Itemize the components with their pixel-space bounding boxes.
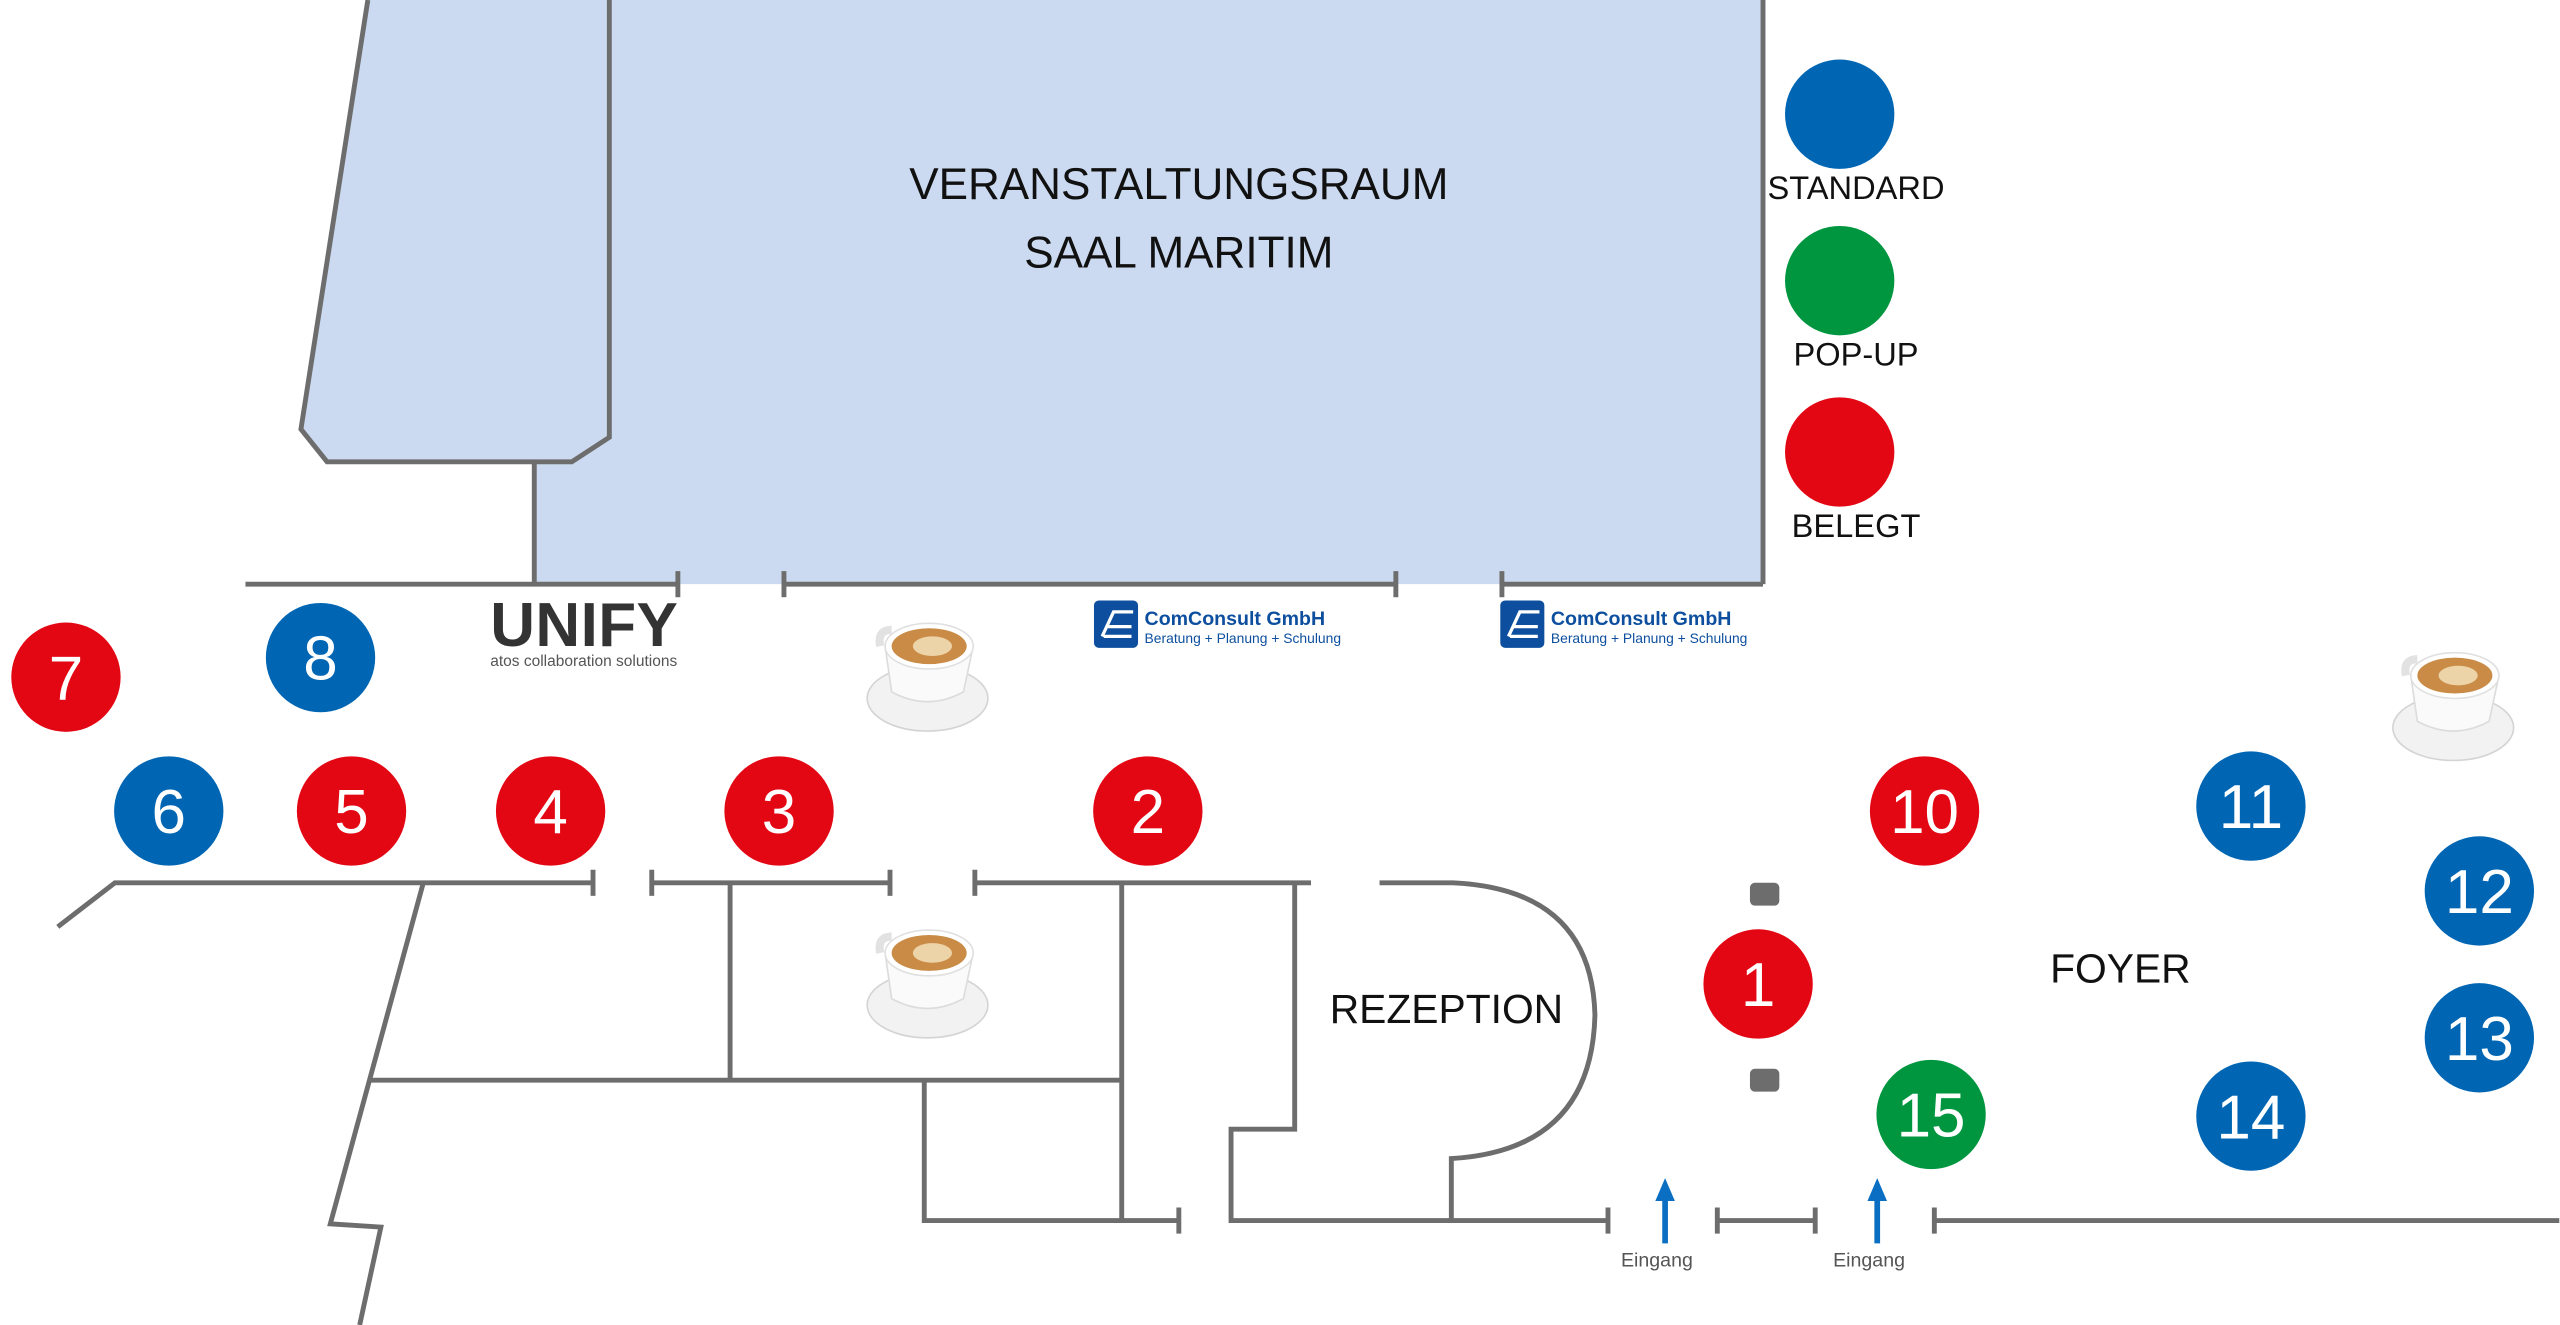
- comconsult-logo: ComConsult GmbH Beratung + Planung + Sch…: [1500, 600, 1748, 648]
- stand-number: 10: [1890, 778, 1959, 847]
- stand-number: 7: [49, 644, 83, 713]
- stand-number: 2: [1131, 778, 1165, 847]
- stand-number: 8: [303, 625, 337, 694]
- stand-marker[interactable]: [1876, 1059, 1986, 1170]
- unify-tagline: atos collaboration solutions: [490, 653, 677, 670]
- entrance: Eingang: [1621, 1178, 1693, 1271]
- coffee-cup-icon: [2392, 651, 2515, 762]
- pillar: [1749, 882, 1780, 906]
- stand-10[interactable]: 10: [1869, 756, 1980, 866]
- stand-number: 13: [2445, 1005, 2514, 1074]
- stand-number: 11: [2219, 773, 2283, 842]
- stand-marker[interactable]: [2196, 751, 2306, 861]
- comconsult-name: ComConsult GmbH: [1145, 608, 1326, 630]
- stand-11[interactable]: 11: [2196, 751, 2306, 861]
- stand-2[interactable]: 2: [1093, 756, 1203, 866]
- arrow-up-icon: [1655, 1178, 1675, 1244]
- stand-number: 3: [762, 778, 796, 847]
- stand-marker[interactable]: [2196, 1061, 2306, 1171]
- stand-number: 14: [2216, 1083, 2285, 1152]
- stand-14[interactable]: 14: [2196, 1061, 2306, 1171]
- reception-label: REZEPTION: [1330, 986, 1563, 1032]
- stand-7[interactable]: 7: [11, 622, 121, 732]
- entrance-label: Eingang: [1833, 1249, 1905, 1271]
- legend-item-popup: POP-UP: [1785, 226, 1919, 373]
- pillar: [1749, 1068, 1780, 1092]
- walls: [56, 0, 2560, 1325]
- stand-marker[interactable]: [114, 756, 224, 866]
- stand-marker[interactable]: [495, 756, 606, 866]
- unify-logo-text: UNIFY: [490, 591, 681, 660]
- stand-number: 12: [2445, 858, 2514, 927]
- comconsult-name: ComConsult GmbH: [1551, 608, 1732, 630]
- legend-label: POP-UP: [1793, 336, 1918, 373]
- arrow-up-icon: [1867, 1178, 1888, 1244]
- stand-5[interactable]: 5: [296, 756, 407, 866]
- stand-marker[interactable]: [2424, 983, 2535, 1093]
- stand-15[interactable]: 15: [1876, 1059, 1986, 1170]
- stand-marker[interactable]: [1703, 929, 1813, 1039]
- comconsult-logo: ComConsult GmbH Beratung + Planung + Sch…: [1093, 600, 1342, 648]
- legend-label: BELEGT: [1792, 507, 1921, 544]
- stand-3[interactable]: 3: [724, 756, 834, 866]
- legend-swatch: [1785, 59, 1895, 169]
- stand-number: 6: [152, 778, 186, 847]
- comconsult-tagline: Beratung + Planung + Schulung: [1551, 630, 1748, 646]
- stand-13[interactable]: 13: [2424, 983, 2535, 1093]
- entrance-label: Eingang: [1621, 1249, 1693, 1271]
- stand-6[interactable]: 6: [114, 756, 224, 866]
- stand-marker[interactable]: [11, 622, 121, 732]
- stand-8[interactable]: 8: [265, 602, 376, 713]
- stand-marker[interactable]: [2424, 836, 2535, 946]
- stand-marker[interactable]: [724, 756, 834, 866]
- coffee-cup-icon: [866, 622, 989, 732]
- stand-number: 15: [1897, 1082, 1966, 1151]
- legend-swatch: [1785, 226, 1895, 336]
- legend-swatch: [1785, 397, 1895, 507]
- stand-marker[interactable]: [265, 602, 376, 713]
- event-room-area: [300, 0, 1764, 585]
- stand-12[interactable]: 12: [2424, 836, 2535, 946]
- stand-4[interactable]: 4: [495, 756, 606, 866]
- stand-marker[interactable]: [1869, 756, 1980, 866]
- stand-number: 4: [533, 778, 567, 847]
- stand-marker[interactable]: [296, 756, 407, 866]
- room-title-line2: SAAL MARITIM: [1024, 229, 1333, 278]
- unify-logo: UNIFY atos collaboration solutions: [490, 591, 681, 670]
- stand-number: 5: [334, 778, 368, 847]
- stand-marker[interactable]: [1093, 756, 1203, 866]
- entrance: Eingang: [1833, 1178, 1905, 1271]
- comconsult-tagline: Beratung + Planung + Schulung: [1145, 630, 1342, 646]
- legend-item-standard: STANDARD: [1767, 59, 1945, 206]
- foyer-label: FOYER: [2050, 945, 2190, 991]
- coffee-cup-icon: [866, 929, 989, 1039]
- legend-label: STANDARD: [1767, 169, 1944, 206]
- stand-1[interactable]: 1: [1703, 929, 1813, 1039]
- legend-item-occupied: BELEGT: [1785, 397, 1920, 544]
- stand-number: 1: [1741, 951, 1775, 1020]
- room-title-line1: VERANSTALTUNGSRAUM: [909, 160, 1448, 209]
